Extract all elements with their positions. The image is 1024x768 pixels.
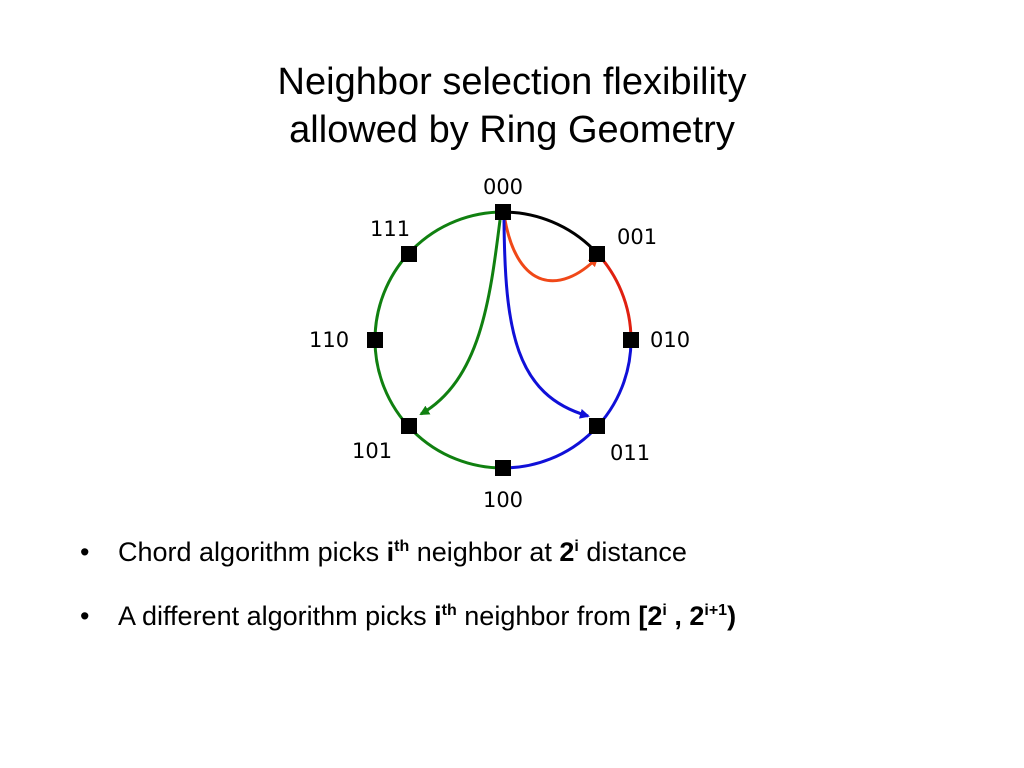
bullet-2-th: th	[441, 602, 457, 619]
title-line-1: Neighbor selection flexibility	[277, 61, 747, 103]
node-label-100: 100	[483, 488, 523, 512]
bullet-1-th: th	[394, 538, 410, 555]
bullet-list: • Chord algorithm picks ith neighbor at …	[80, 532, 1000, 660]
node-100	[495, 460, 511, 476]
bullet-2-sup-i1: i+1	[704, 602, 728, 619]
bullet-marker: •	[80, 601, 90, 631]
node-101	[401, 418, 417, 434]
bullet-1-two: 2	[559, 537, 575, 567]
bullet-2-sup-i: i	[662, 602, 667, 619]
bullet-item-chord: • Chord algorithm picks ith neighbor at …	[80, 532, 1000, 596]
bullet-2-close: )	[727, 601, 737, 631]
node-011	[589, 418, 605, 434]
arc-100-000	[373, 210, 504, 470]
chord-000-001	[503, 219, 599, 283]
node-010	[623, 332, 639, 348]
chord-000-011	[502, 219, 590, 419]
bullet-1-text-c: distance	[578, 537, 687, 567]
node-label-001: 001	[617, 225, 657, 249]
node-label-111: 111	[370, 217, 410, 241]
chord-000-101	[419, 219, 502, 416]
arc-000-001	[502, 210, 595, 251]
bullet-2-i: i	[434, 601, 442, 631]
bullet-2-open: [2	[638, 601, 663, 631]
bullet-1-text-b: neighbor at	[409, 537, 560, 567]
title-line-2: allowed by Ring Geometry	[289, 109, 735, 151]
bullet-marker: •	[80, 537, 90, 567]
node-label-011: 011	[610, 441, 650, 465]
node-000	[495, 204, 511, 220]
bullet-item-alternative: • A different algorithm picks ith neighb…	[80, 596, 1000, 660]
bullet-1-text-a: Chord algorithm picks	[118, 537, 387, 567]
bullet-1-sup-i: i	[574, 538, 579, 555]
slide-title: Neighbor selection flexibility allowed b…	[0, 58, 1024, 154]
node-label-110: 110	[309, 328, 349, 352]
node-110	[367, 332, 383, 348]
bullet-2-text-a: A different algorithm picks	[118, 601, 435, 631]
bullet-2-mid: , 2	[666, 601, 705, 631]
node-label-101: 101	[352, 439, 392, 463]
bullet-1-i: i	[386, 537, 395, 567]
arc-001-010	[592, 248, 633, 341]
node-label-010: 010	[650, 328, 690, 352]
node-001	[589, 246, 605, 262]
node-111	[401, 246, 417, 262]
node-label-000: 000	[483, 175, 523, 199]
bullet-2-text-b: neighbor from	[456, 601, 639, 631]
